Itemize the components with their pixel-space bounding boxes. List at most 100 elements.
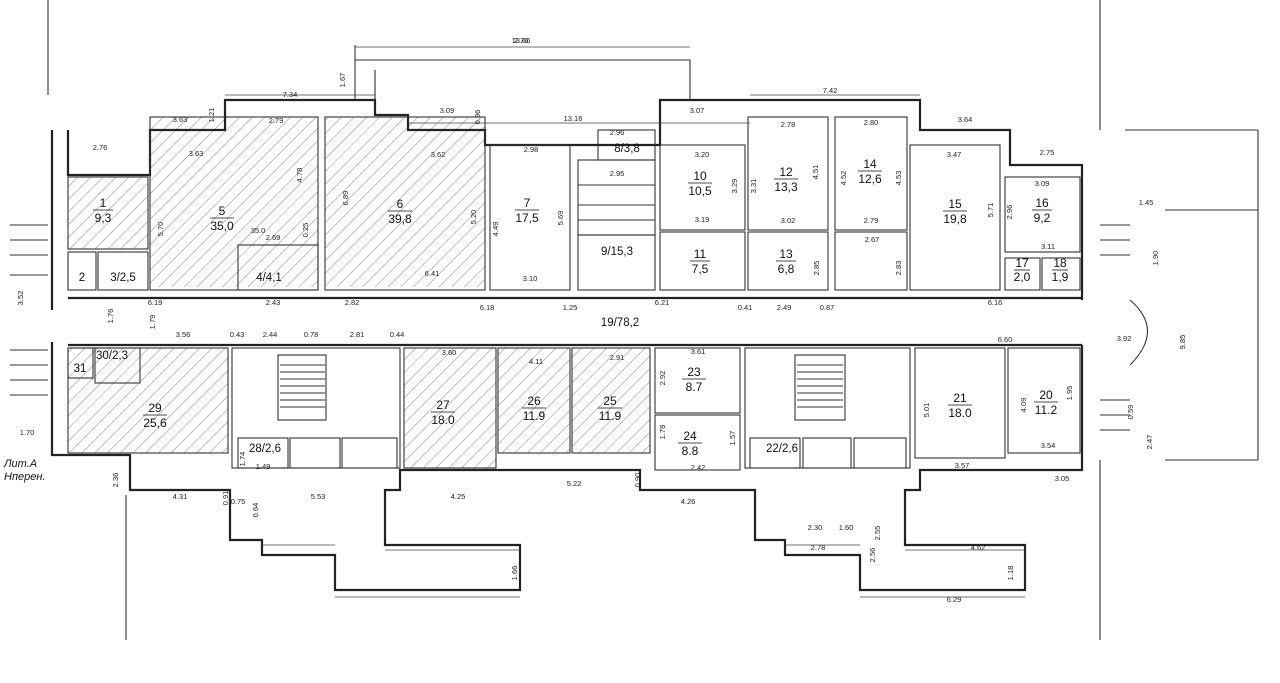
dimension-label: 3.10 [523,274,538,283]
svg-text:18.0: 18.0 [431,413,455,427]
dimension-label: 1.45 [1139,198,1154,207]
dimension-label: 4.49 [491,222,500,237]
room-28: 28/2,6 [249,443,281,455]
svg-text:12: 12 [779,165,793,179]
dimension-label: 3.09 [1035,179,1050,188]
dimension-label: 6.19 [148,298,163,307]
svg-text:19/78,2: 19/78,2 [601,317,639,329]
svg-text:8.8: 8.8 [682,444,699,458]
room-16: 169,2 [1032,196,1052,225]
svg-text:13,3: 13,3 [774,180,798,194]
dimension-label: 2.30 [808,523,823,532]
svg-text:7,5: 7,5 [692,262,709,276]
dimension-label: 3.19 [695,215,710,224]
svg-text:24: 24 [683,429,697,443]
dimension-label: 6.41 [425,269,440,278]
svg-text:18: 18 [1053,256,1067,270]
dimension-label: 2.83 [894,261,903,276]
dimension-label: 0.90 [633,473,642,488]
dimension-label: 0.64 [251,503,260,518]
room-2: 2 [79,272,85,284]
svg-text:1: 1 [100,196,107,210]
svg-text:10,5: 10,5 [688,184,712,198]
dimension-label: 0.44 [390,330,405,339]
dimension-label: 6.16 [988,298,1003,307]
svg-text:7: 7 [524,196,531,210]
dimension-label: 0.96 [473,110,482,125]
dimension-label: 0.43 [230,330,245,339]
stair-side-left [10,224,48,396]
dimension-label: 3.52 [16,291,25,306]
dimension-label: 2.81 [350,330,365,339]
dimension-label: 1.76 [106,309,115,324]
dimension-label: 3.07 [690,106,705,115]
room-23: 238.7 [682,365,706,394]
dimension-label: 1.79 [148,315,157,330]
dimension-label: 7.42 [823,86,838,95]
dimension-label: 4.09 [1019,398,1028,413]
dimension-label: 2.80 [864,118,879,127]
dimension-label: 6.18 [480,303,495,312]
dimension-label: 35.0 [251,226,266,235]
dimension-label: 2.47 [1145,435,1154,450]
dimension-label: 2.96 [610,128,625,137]
svg-text:6: 6 [397,197,404,211]
dimension-label: 2.96 [1005,205,1014,220]
combo-labels: 3/2,5 4/4,1 8/3,8 9/15,3 30/2,3 28/2,6 2… [74,143,798,455]
dimension-label: 2.91 [610,353,625,362]
dimension-label: 4.25 [451,492,466,501]
svg-text:21: 21 [953,391,967,405]
svg-text:15: 15 [948,197,962,211]
dimension-label: 1.49 [256,462,271,471]
dimension-label: 1.70 [20,428,35,437]
dimension-label: 2.44 [263,330,278,339]
dimension-label: 3.60 [442,348,457,357]
dimension-label: 7.34 [283,90,298,99]
page-frame [47,0,1259,640]
room-7: 717,5 [515,196,539,225]
svg-text:25: 25 [603,394,617,408]
dimension-label: 2.67 [865,235,880,244]
dimension-label: 5.69 [556,211,565,226]
dimension-label: 3.09 [440,106,455,115]
stair-left [280,364,325,408]
dimension-label: 2.42 [691,463,706,472]
dimension-label: 0.59 [1126,405,1135,420]
svg-text:2,0: 2,0 [1014,270,1031,284]
dimension-label: 3.57 [955,461,970,470]
room-31: 31 [74,363,87,375]
dimension-label: 13.66 [512,36,531,45]
room-24: 248.8 [678,429,702,458]
hatched-areas [68,117,650,468]
dimension-label: 2.55 [873,526,882,541]
dimension-label: 3.05 [1055,474,1070,483]
room-17: 172,0 [1014,256,1031,284]
svg-text:12,6: 12,6 [858,172,882,186]
dimension-label: 2.43 [266,298,281,307]
svg-text:26: 26 [527,394,541,408]
svg-text:1,9: 1,9 [1052,270,1069,284]
svg-text:17: 17 [1015,256,1029,270]
dimension-label: 3.20 [695,150,710,159]
svg-text:16: 16 [1035,196,1049,210]
dimension-label: 1.60 [839,523,854,532]
dimension-label: 2.36 [111,473,120,488]
room-8: 8/3,8 [614,143,640,155]
svg-text:8.7: 8.7 [686,380,703,394]
dimension-label: 0.87 [820,303,835,312]
room-1: 19,3 [93,196,113,225]
dimension-label: 0.41 [738,303,753,312]
svg-text:39,8: 39,8 [388,212,412,226]
dimension-label: 6.60 [998,335,1013,344]
dimension-label: 2.75 [1040,148,1055,157]
svg-text:18.0: 18.0 [948,406,972,420]
dimension-label: 4.26 [681,497,696,506]
dimension-label: 5.53 [311,492,326,501]
svg-text:9,2: 9,2 [1034,211,1051,225]
